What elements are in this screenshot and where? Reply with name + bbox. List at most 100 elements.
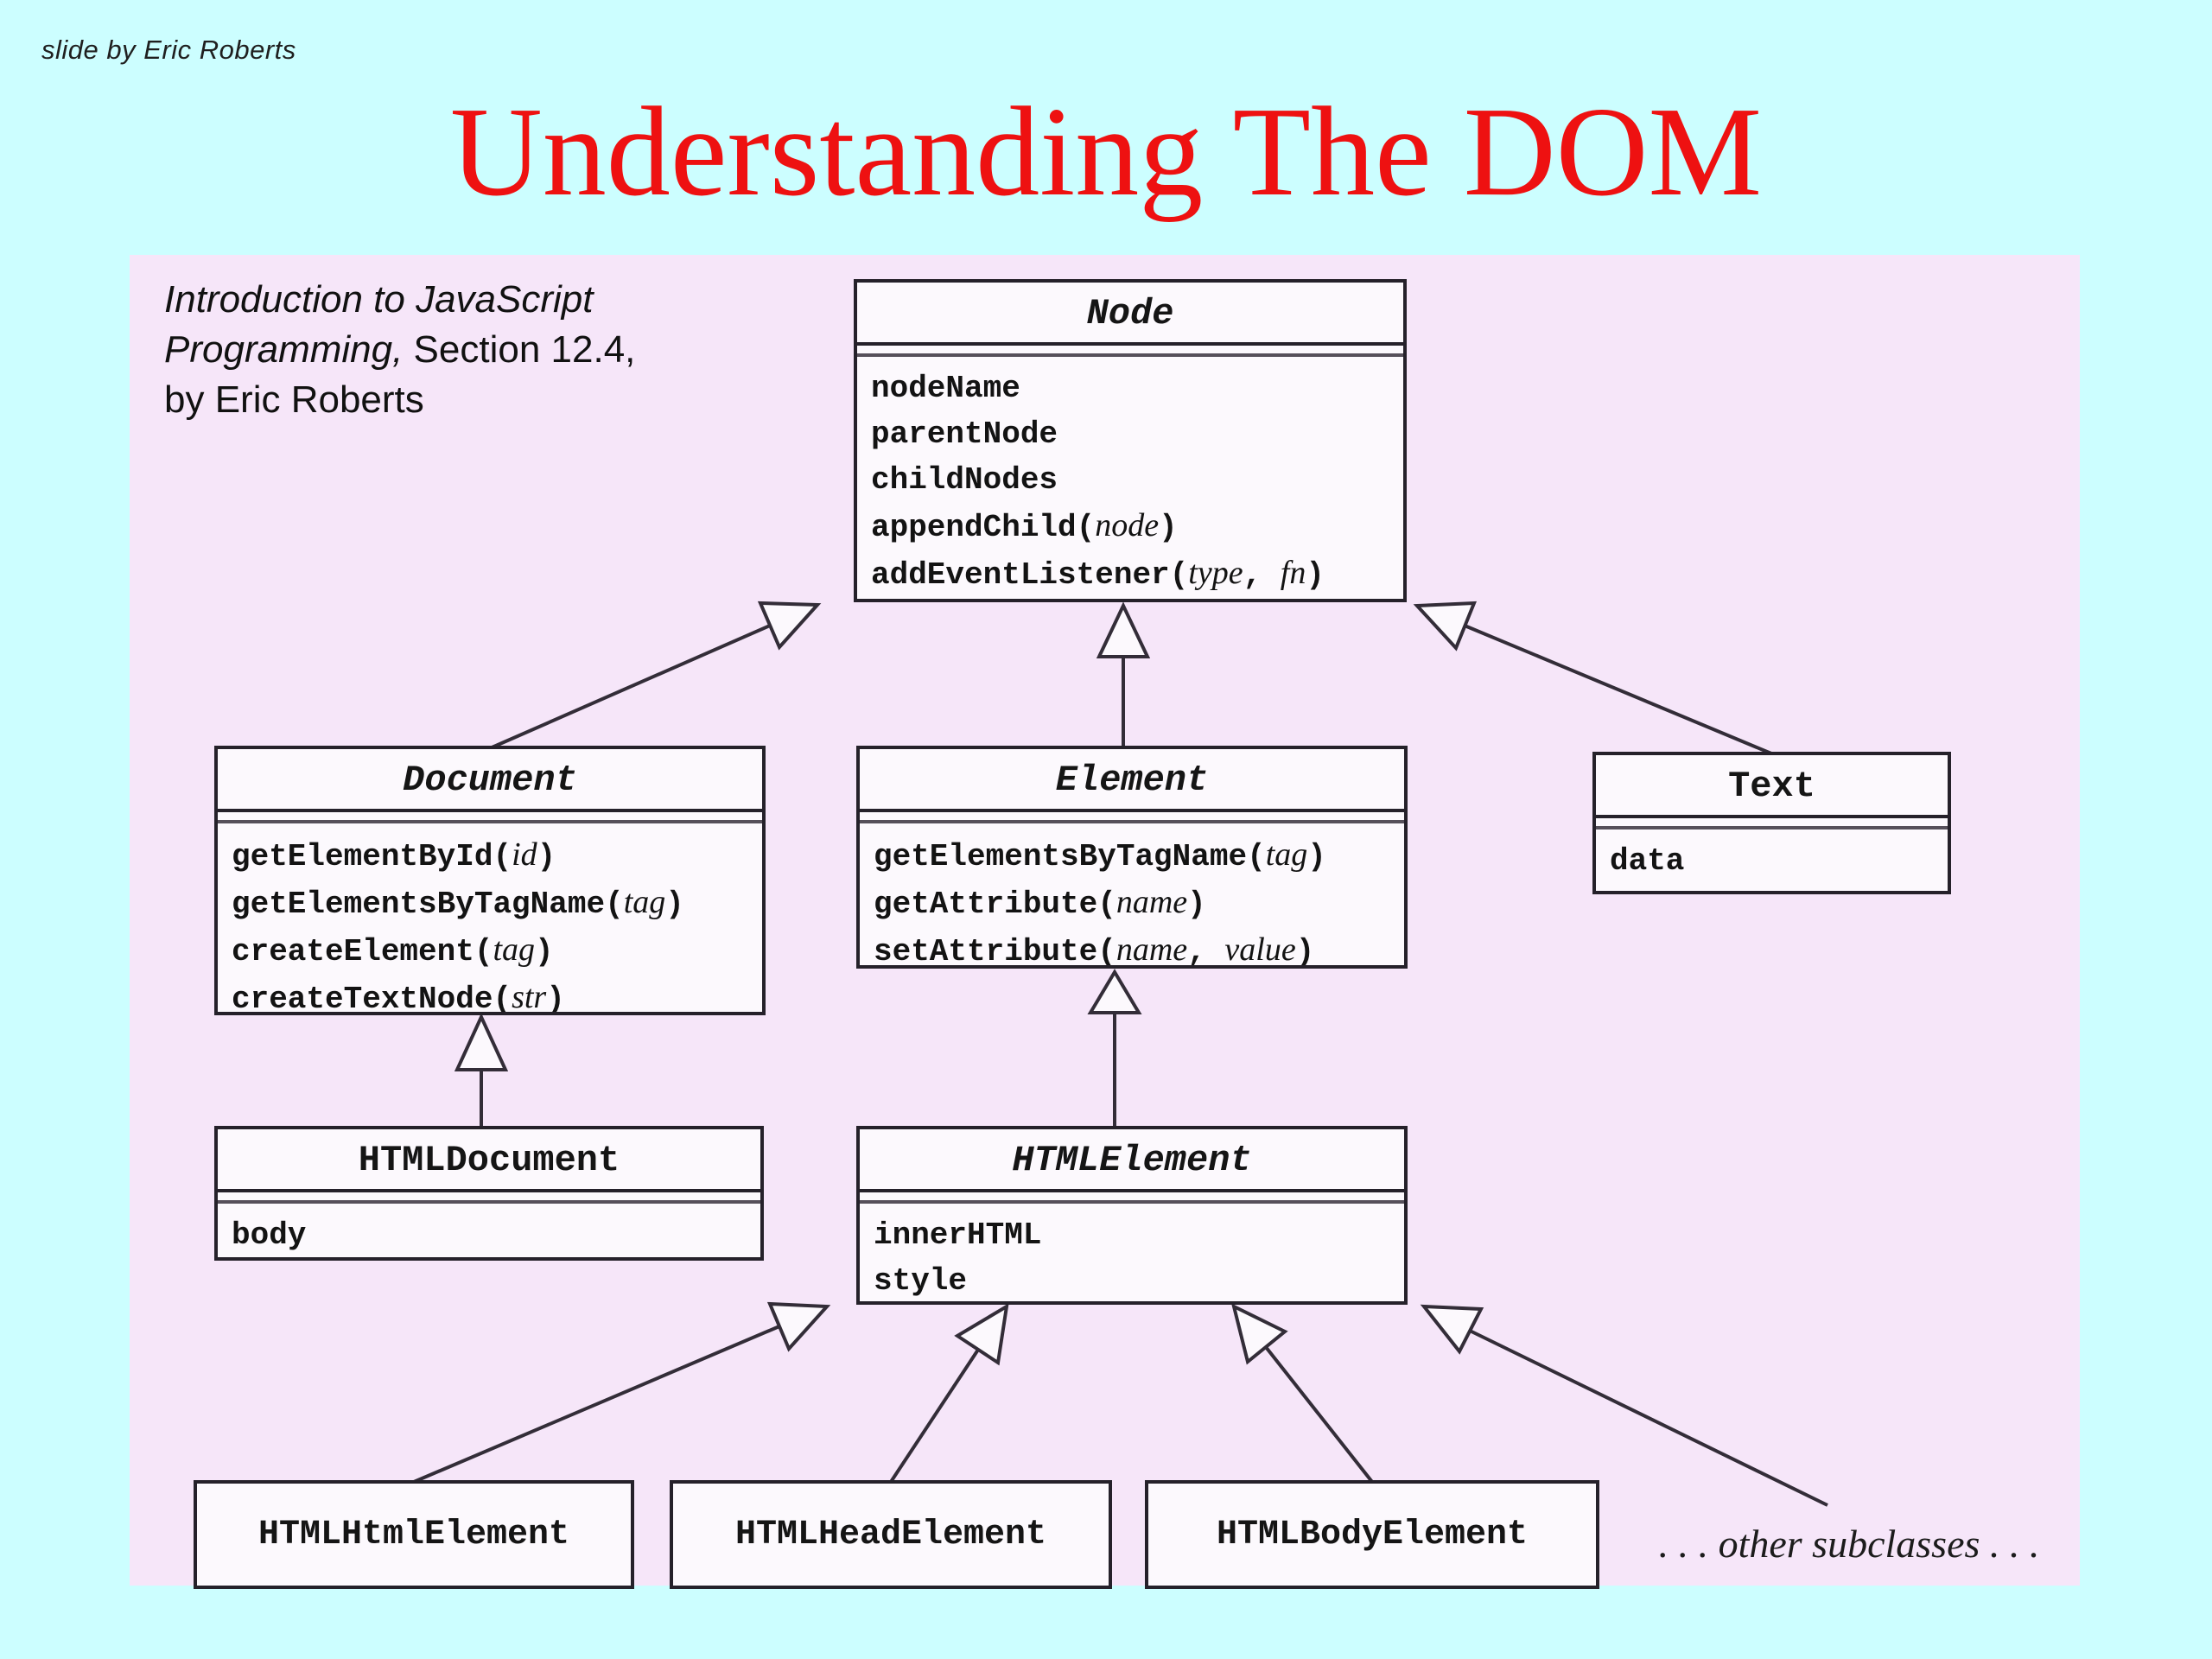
title-separator [218,1189,760,1204]
class-title: Element [1055,760,1209,801]
class-box-htmlbodyelement: HTMLBodyElement [1145,1480,1599,1589]
member-name-part: createTextNode [232,982,493,1015]
member-name-part: ) [665,887,684,922]
class-member: parentNode [871,411,1391,457]
class-members: getElementsByTagName(tag)getAttribute(na… [860,823,1404,969]
slide-credit: slide by Eric Roberts [41,35,296,65]
class-member: getElementsByTagName(tag) [874,832,1392,880]
member-name-part: body [232,1217,307,1253]
class-box-node: Node nodeName parentNode childNodes appendCh… [854,279,1407,602]
member-name-part: ( [1247,839,1266,874]
class-member: body [232,1212,748,1257]
class-title: HTMLBodyElement [1216,1515,1529,1554]
class-member: style [874,1258,1392,1301]
class-member: nodeName [871,365,1391,411]
member-name-part: ) [1307,839,1326,874]
member-name-part: getAttribute [874,887,1098,922]
page-title: Understanding The DOM [449,81,1763,223]
class-member: getAttribute(name) [874,880,1392,927]
member-name-part: ( [605,887,624,922]
title-separator [860,809,1404,823]
class-box-text: Text data [1592,752,1951,894]
member-param: id [512,836,537,873]
member-param: str [512,979,547,1015]
member-name-part: , [1243,557,1281,593]
title-separator [860,1189,1404,1204]
title-separator [1596,815,1948,830]
class-title: Text [1728,766,1815,807]
member-name-part: setAttribute [874,934,1098,969]
class-members: getElementById(id)getElementsByTagName(t… [218,823,762,1015]
class-box-htmlheadelement: HTMLHeadElement [670,1480,1112,1589]
class-member: addEventListener(type, fn) [871,550,1391,598]
member-name-part: ) [1159,510,1178,545]
reference-note: Introduction to JavaScript Programming, … [164,275,635,425]
class-members: data [1596,830,1948,889]
class-title: Node [1086,293,1174,334]
member-param: type [1188,555,1243,591]
member-name-part: childNodes [871,462,1058,498]
class-box-htmlhtmlelement: HTMLHtmlElement [194,1480,634,1589]
class-member: childNodes [871,457,1391,503]
class-title: HTMLHeadElement [734,1515,1047,1554]
title-separator [218,809,762,823]
class-title: HTMLElement [1012,1140,1252,1181]
member-name-part: ) [535,934,554,969]
reference-line-1: Introduction to JavaScript [164,278,594,321]
class-box-htmlelement: HTMLElement innerHTML style [856,1126,1408,1305]
title-separator [857,342,1403,357]
member-name-part: style [874,1263,968,1299]
member-name-part: , [1187,934,1225,969]
member-name-part: innerHTML [874,1217,1042,1253]
member-param: tag [623,884,666,920]
reference-line-2: Programming, Section 12.4, [164,328,636,371]
member-name-part: addEventListener [871,557,1170,593]
class-title: HTMLDocument [358,1140,620,1181]
member-name-part: ) [1306,557,1325,593]
member-name-part: ( [1169,557,1189,593]
member-param: tag [1265,836,1308,873]
member-name-part: data [1610,843,1685,879]
member-name-part: ) [546,982,565,1015]
member-name-part: ( [474,934,493,969]
class-member: getElementsByTagName(tag) [232,880,750,927]
member-name-part: nodeName [871,371,1020,406]
other-subclasses-label: . . . other subclasses . . . [1658,1522,2040,1566]
member-name-part: ) [1295,934,1315,969]
class-member: getElementById(id) [232,832,750,880]
member-name-part: ) [1187,887,1206,922]
member-name-part: createElement [232,934,474,969]
member-param: node [1095,507,1160,543]
member-name-part: appendChild [871,510,1077,545]
member-name-part: ( [1076,510,1096,545]
member-param: fn [1280,555,1306,591]
member-name-part: ( [1097,934,1116,969]
class-box-htmldocument: HTMLDocument body [214,1126,764,1261]
class-member: appendChild(node) [871,503,1391,550]
reference-line-3: by Eric Roberts [164,378,424,421]
class-member: createTextNode(str) [232,975,750,1015]
class-member: data [1610,838,1936,884]
member-name-part: ) [537,839,556,874]
member-name-part: getElementsByTagName [232,887,606,922]
member-param: name [1116,884,1188,920]
class-title: Document [403,760,577,801]
class-member: innerHTML [874,1212,1392,1258]
class-member: setAttribute(name, value) [874,927,1392,969]
class-members: body [218,1204,760,1257]
class-title: HTMLHtmlElement [257,1515,570,1554]
class-members: innerHTML style [860,1204,1404,1301]
member-name-part: getElementsByTagName [874,839,1248,874]
member-name-part: ( [1097,887,1116,922]
member-name-part: ( [493,839,512,874]
member-name-part: parentNode [871,416,1058,452]
member-name-part: getElementById [232,839,493,874]
member-param: tag [493,931,536,968]
member-name-part: ( [493,982,512,1015]
member-param: name [1116,931,1188,968]
class-member: createElement(tag) [232,927,750,975]
